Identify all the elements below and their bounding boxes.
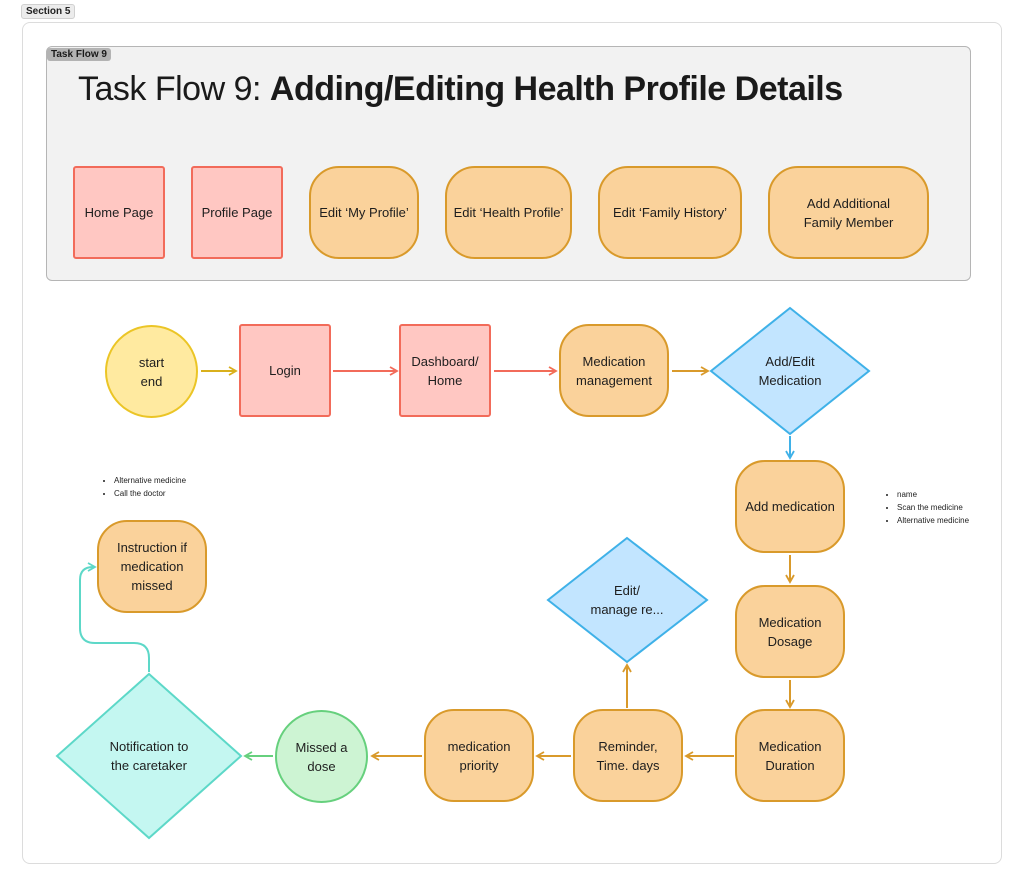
medication-dosage-node[interactable]: Medication Dosage — [735, 585, 845, 678]
instruction-node[interactable]: Instruction if medication missed — [97, 520, 207, 613]
medication-priority-node[interactable]: medication priority — [424, 709, 534, 802]
reminder-node[interactable]: Reminder, Time. days — [573, 709, 683, 802]
page-title: Task Flow 9: Adding/Editing Health Profi… — [78, 70, 843, 109]
missed-notes-list: Alternative medicine Call the doctor — [102, 474, 186, 500]
notification-diamond — [55, 672, 243, 840]
add-edit-medication-diamond — [709, 306, 871, 436]
section-label: Section 5 — [21, 4, 76, 19]
edit-manage-diamond — [546, 536, 709, 664]
add-med-notes-list: name Scan the medicine Alternative medic… — [885, 488, 969, 527]
medication-management-node[interactable]: Medication management — [559, 324, 669, 417]
legend-edit-health-profile[interactable]: Edit ‘Health Profile’ — [445, 166, 572, 259]
note-item: name — [897, 488, 969, 501]
note-item: Alternative medicine — [897, 514, 969, 527]
start-end-node[interactable]: start end — [105, 325, 198, 418]
legend-add-family-member[interactable]: Add Additional Family Member — [768, 166, 929, 259]
missed-dose-node[interactable]: Missed a dose — [275, 710, 368, 803]
taskflow-label: Task Flow 9 — [47, 48, 111, 61]
add-medication-node[interactable]: Add medication — [735, 460, 845, 553]
notification-label[interactable]: Notification to the caretaker — [109, 739, 189, 773]
legend-home-page[interactable]: Home Page — [73, 166, 165, 259]
note-item: Scan the medicine — [897, 501, 969, 514]
legend-profile-page[interactable]: Profile Page — [191, 166, 283, 259]
title-prefix: Task Flow 9: — [78, 70, 270, 108]
arrow-notification-to-instruction — [79, 562, 150, 672]
login-node[interactable]: Login — [239, 324, 331, 417]
legend-edit-family-history[interactable]: Edit ‘Family History’ — [598, 166, 742, 259]
add-edit-medication-label[interactable]: Add/Edit Medication — [758, 354, 822, 388]
note-item: Alternative medicine — [114, 474, 186, 487]
note-item: Call the doctor — [114, 487, 186, 500]
title-bold: Adding/Editing Health Profile Details — [269, 70, 843, 108]
legend-edit-my-profile[interactable]: Edit ‘My Profile’ — [309, 166, 419, 259]
edit-manage-label[interactable]: Edit/ manage re... — [590, 583, 664, 617]
dashboard-node[interactable]: Dashboard/ Home — [399, 324, 491, 417]
medication-duration-node[interactable]: Medication Duration — [735, 709, 845, 802]
